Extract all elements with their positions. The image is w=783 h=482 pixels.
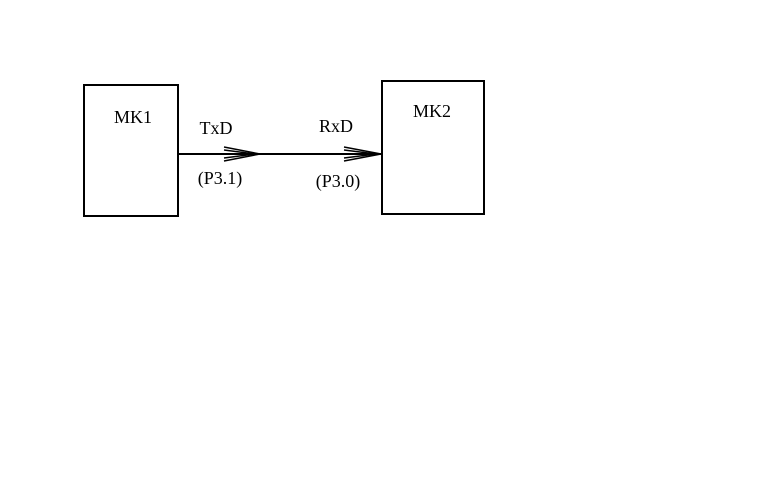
mk1-block: MK1 xyxy=(83,84,179,217)
rxd-pin-label: (P3.0) xyxy=(316,171,361,192)
rxd-arrow-icon xyxy=(343,146,382,162)
txd-label: TxD xyxy=(200,118,233,138)
mk2-box xyxy=(381,80,485,215)
txd-pin-label: (P3.1) xyxy=(198,168,243,189)
serial-link xyxy=(178,146,382,162)
mk1-box xyxy=(83,84,179,217)
txd-arrow-icon xyxy=(223,146,261,162)
rxd-label: RxD xyxy=(319,116,353,136)
mk1-label: MK1 xyxy=(114,107,152,127)
mk2-block: MK2 xyxy=(381,80,485,215)
mk2-label: MK2 xyxy=(413,101,451,121)
